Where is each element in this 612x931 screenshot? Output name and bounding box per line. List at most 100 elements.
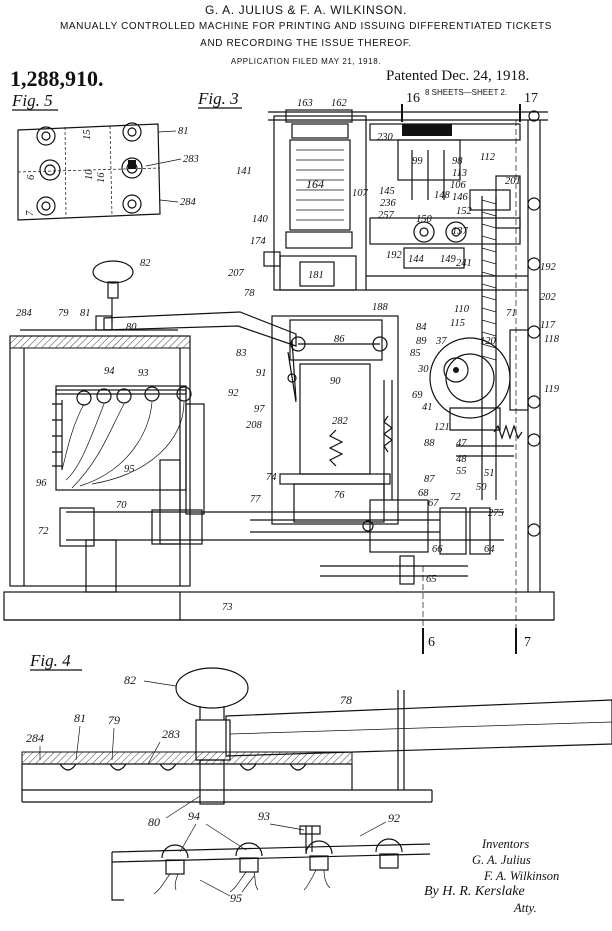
fig5-hole bbox=[122, 122, 142, 142]
fig3-label: 115 bbox=[450, 318, 465, 329]
fig3-label: 181 bbox=[308, 270, 324, 281]
section-mark-7: 7 bbox=[515, 628, 531, 654]
fig3-label: 64 bbox=[484, 544, 495, 555]
inventor-name-1: G. A. Julius bbox=[472, 853, 531, 867]
fig3-label: 78 bbox=[244, 288, 255, 299]
fig3-label: 152 bbox=[456, 206, 473, 217]
fig3-label: 72 bbox=[450, 492, 461, 503]
fig3-label: 93 bbox=[138, 368, 149, 379]
fig3-label: 67 bbox=[428, 498, 439, 509]
fig3-label: 164 bbox=[306, 177, 324, 191]
fig5-label: 16 bbox=[96, 172, 107, 183]
fig4-mechanism bbox=[21, 667, 612, 901]
inventors-heading: Inventors bbox=[482, 837, 530, 851]
ribbon-spool bbox=[445, 221, 467, 243]
fig3-label: 92 bbox=[228, 388, 239, 399]
fig3-mechanism bbox=[3, 109, 555, 621]
fig4-label: 95 bbox=[230, 891, 242, 905]
fig3-label: 95 bbox=[124, 464, 135, 475]
fig3-label: 96 bbox=[36, 478, 47, 489]
fig4-label: 78 bbox=[340, 693, 352, 707]
fig5-label: 284 bbox=[180, 197, 197, 208]
fig4-label: 79 bbox=[108, 713, 120, 727]
fig3-label: 72 bbox=[38, 526, 49, 537]
fig3-label: 50 bbox=[476, 482, 487, 493]
fig3-label: 65 bbox=[426, 574, 437, 585]
fig3-label: 84 bbox=[416, 322, 427, 333]
fig3-label: 201 bbox=[505, 176, 521, 187]
attorney-label: Atty. bbox=[514, 901, 537, 915]
fig5-hole bbox=[39, 159, 61, 181]
fig3-label: 275 bbox=[488, 508, 504, 519]
contact-terminal bbox=[76, 390, 92, 406]
fig3-label: 55 bbox=[456, 466, 467, 477]
contact-terminal bbox=[116, 388, 132, 404]
fig3-label: 148 bbox=[434, 190, 451, 201]
fig3-label: 97 bbox=[254, 404, 265, 415]
frame-bolt bbox=[527, 523, 541, 537]
fig4-label: 94 bbox=[188, 809, 200, 823]
fig3-label: 66 bbox=[432, 544, 443, 555]
attorney-by-line: By H. R. Kerslake bbox=[424, 884, 525, 899]
fig4-contact bbox=[161, 844, 189, 875]
ribbon-spool bbox=[413, 221, 435, 243]
fig3-label: 163 bbox=[297, 98, 313, 109]
fig3-label: 202 bbox=[540, 292, 557, 303]
title-line-2: AND RECORDING THE ISSUE THEREOF. bbox=[200, 38, 412, 49]
fig4-contact bbox=[305, 840, 333, 871]
fig3-label: 119 bbox=[544, 384, 560, 395]
fig3-label: 74 bbox=[266, 472, 277, 483]
patent-number: 1,288,910. bbox=[10, 66, 104, 91]
fig4-label: 81 bbox=[74, 711, 86, 725]
fig3-label: 241 bbox=[456, 258, 472, 269]
sheets-label: 8 SHEETS—SHEET 2. bbox=[425, 88, 507, 97]
fig5-hole bbox=[36, 196, 56, 216]
fig4-label: 284 bbox=[26, 731, 44, 745]
fig3-label: 79 bbox=[58, 308, 69, 319]
fig3-label: 98 bbox=[452, 156, 463, 167]
fig3-label: 236 bbox=[380, 198, 397, 209]
fig3-label: 91 bbox=[256, 368, 267, 379]
application-line: APPLICATION FILED MAY 21, 1918. bbox=[230, 57, 382, 66]
fig3-label: 87 bbox=[424, 474, 435, 485]
fig4-label: 283 bbox=[162, 727, 180, 741]
section-label: 7 bbox=[524, 635, 531, 650]
fig3-label: 81 bbox=[80, 308, 91, 319]
fig3-label: 41 bbox=[422, 402, 433, 413]
fig3-label: 88 bbox=[424, 438, 435, 449]
fig3-label: 51 bbox=[484, 468, 495, 479]
fig3-label: 30 bbox=[417, 364, 429, 375]
fig4-contact bbox=[235, 842, 263, 873]
fig4-title: Fig. 4 bbox=[29, 651, 71, 670]
fig3-label: 77 bbox=[250, 494, 261, 505]
fig3-label: 145 bbox=[379, 186, 395, 197]
fig3-label: 107 bbox=[352, 188, 369, 199]
fig3-label: 89 bbox=[416, 336, 427, 347]
section-label: 17 bbox=[524, 91, 538, 106]
fig4-label-layer: 82 78 81 79 283 284 80 94 93 92 95 bbox=[26, 673, 400, 905]
fig3-label: 162 bbox=[331, 98, 348, 109]
section-label: 6 bbox=[428, 635, 435, 650]
fig3-label: 140 bbox=[252, 214, 269, 225]
section-label: 16 bbox=[406, 91, 420, 106]
title-line-1: MANUALLY CONTROLLED MACHINE FOR PRINTING… bbox=[59, 21, 553, 32]
fig3-label: 120 bbox=[480, 336, 497, 347]
fig3-label: 188 bbox=[372, 302, 389, 313]
fig3-label: 73 bbox=[222, 602, 233, 613]
fig5-label: 15 bbox=[82, 130, 93, 141]
fig5-title: Fig. 5 bbox=[11, 91, 53, 110]
fig5-plate bbox=[17, 122, 161, 221]
fig3-label: 230 bbox=[377, 132, 394, 143]
inventors-signature-block: Inventors G. A. Julius F. A. Wilkinson B… bbox=[424, 836, 606, 916]
fig3-label: 48 bbox=[456, 454, 467, 465]
fig3-label: 82 bbox=[140, 258, 151, 269]
fig3-label: 47 bbox=[456, 438, 467, 449]
fig3-label: 37 bbox=[435, 336, 447, 347]
patented-date: Patented Dec. 24, 1918. bbox=[386, 68, 529, 84]
fig3-label: 99 bbox=[412, 156, 423, 167]
fig3-title: Fig. 3 bbox=[197, 89, 239, 108]
fig3-label-layer: 163 162 230 141 164 107 145 236 257 140 … bbox=[16, 98, 560, 613]
frame-bolt bbox=[527, 257, 541, 271]
